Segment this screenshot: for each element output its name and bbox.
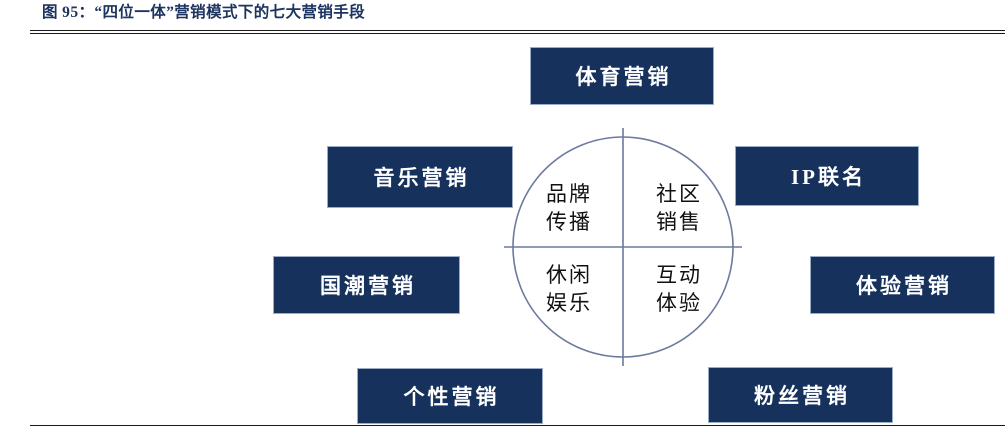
wheel-quadrant-top-left-line2: 传播	[546, 210, 592, 234]
wheel-quadrant-bottom-right: 互动 体验	[638, 261, 718, 317]
wheel-quadrant-top-right-line2: 销售	[656, 210, 702, 234]
central-wheel-diagram: 品牌 传播 社区 销售 休闲 娱乐 互动 体验	[504, 128, 742, 366]
divider-line-lower	[30, 33, 1005, 34]
wheel-quadrant-bottom-right-line1: 互动	[656, 263, 702, 287]
node-music-marketing[interactable]: 音乐营销	[327, 146, 513, 208]
wheel-quadrant-bottom-left-line1: 休闲	[546, 263, 592, 287]
wheel-quadrant-top-left: 品牌 传播	[528, 180, 608, 236]
wheel-quadrant-top-right-line1: 社区	[656, 182, 702, 206]
node-experience-marketing[interactable]: 体验营销	[810, 256, 995, 314]
page-title: 图 95：“四位一体”营销模式下的七大营销手段	[42, 4, 366, 21]
node-personality-marketing[interactable]: 个性营销	[357, 368, 543, 424]
wheel-quadrant-bottom-right-line2: 体验	[656, 291, 702, 315]
wheel-svg	[504, 128, 742, 366]
node-guochao-marketing[interactable]: 国潮营销	[273, 256, 460, 314]
node-ip-collab[interactable]: IP联名	[735, 146, 919, 206]
title-divider-top	[30, 30, 1005, 34]
wheel-quadrant-top-left-line1: 品牌	[546, 182, 592, 206]
divider-line-upper	[30, 30, 1005, 31]
node-sports-marketing[interactable]: 体育营销	[530, 47, 714, 105]
wheel-quadrant-bottom-left: 休闲 娱乐	[528, 261, 608, 317]
wheel-quadrant-top-right: 社区 销售	[638, 180, 718, 236]
node-fans-marketing[interactable]: 粉丝营销	[708, 367, 893, 423]
wheel-quadrant-bottom-left-line2: 娱乐	[546, 291, 592, 315]
figure-divider-bottom	[30, 425, 1005, 426]
